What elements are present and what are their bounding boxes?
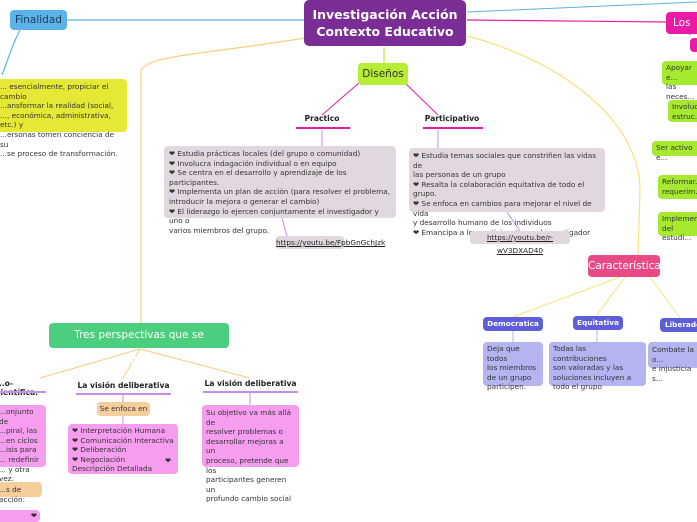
right-item-4[interactable]: Reformar... requerim... (658, 175, 697, 199)
right-item-5[interactable]: Implemen... del estudi... (658, 212, 697, 242)
participativo-link[interactable]: https://youtu.be/r-wV3DXAD40 (470, 231, 570, 255)
central-topic[interactable]: Investigación Acción Contexto Educativo (304, 0, 466, 46)
right-branch-node[interactable]: Los qu... (666, 12, 697, 51)
finalidad-node[interactable]: Finalidad (10, 10, 67, 30)
right-branch-connector (690, 38, 697, 52)
perspectiva-left-underline (0, 391, 46, 393)
perspectiva-middle-underline (76, 393, 171, 395)
perspectiva-right-underline (203, 391, 298, 393)
democratica-tag[interactable]: Democratica (483, 317, 543, 331)
practico-text[interactable]: ❤ Estudia prácticas locales (del grupo o… (164, 146, 396, 235)
liberadora-text[interactable]: Combate la o... e injusticia s... (648, 342, 697, 383)
practico-label[interactable]: Practico (304, 114, 340, 123)
perspectiva-left-text[interactable]: ...onjunto de ...piral, las ...en ciclos… (0, 405, 46, 483)
heart-icon: ❤ (165, 456, 172, 465)
disenos-node[interactable]: Diseños (358, 63, 408, 85)
caracteristicas-node[interactable]: Características (588, 255, 666, 277)
title-line-1: Investigación Acción (312, 7, 458, 22)
participativo-text[interactable]: ❤ Estudia temas sociales que constriñen … (409, 148, 605, 237)
equitativa-tag[interactable]: Equitativa (573, 316, 623, 330)
perspectiva-right-text[interactable]: Su objetivo va más allá de resolver prob… (202, 405, 299, 503)
participativo-label[interactable]: Participativo (424, 114, 480, 123)
right-item-3[interactable]: Ser activo e... (652, 141, 697, 162)
participativo-underline (423, 127, 483, 129)
finalidad-text[interactable]: ... esencialmente, propiciar el cambio .… (0, 79, 127, 158)
equitativa-text[interactable]: Todas las contribuciones son valoradas y… (549, 342, 646, 391)
perspectiva-middle-label[interactable]: La visión deliberativa (77, 381, 170, 390)
perspectiva-right-label[interactable]: La visión deliberativa (204, 379, 297, 388)
right-item-1[interactable]: Apoyar e... las neces... (662, 61, 697, 101)
practico-underline (296, 127, 350, 129)
title-line-2: Contexto Educativo (316, 24, 454, 39)
perspectivas-node[interactable]: Tres perspectivas que se destacan (49, 323, 229, 366)
practico-link[interactable]: https://youtu.be/FpbGnGchJzk (276, 236, 386, 249)
perspectiva-left-extra[interactable]: ...s de acción: (0, 482, 42, 504)
enfoca-node[interactable]: Se enfoca en (97, 402, 150, 416)
democratica-text[interactable]: Deja que todos los miembros de un grupo … (483, 342, 543, 391)
right-item-2[interactable]: Involuc... estruc... (668, 100, 697, 122)
liberadora-tag[interactable]: Liberado... (660, 318, 697, 332)
perspectiva-middle-text[interactable]: ❤ Interpretación Humana ❤ Comunicación I… (68, 424, 178, 474)
perspectiva-left-label[interactable]: ...o-científica. (0, 379, 38, 397)
perspectiva-left-more[interactable]: ❤ (0, 510, 40, 522)
